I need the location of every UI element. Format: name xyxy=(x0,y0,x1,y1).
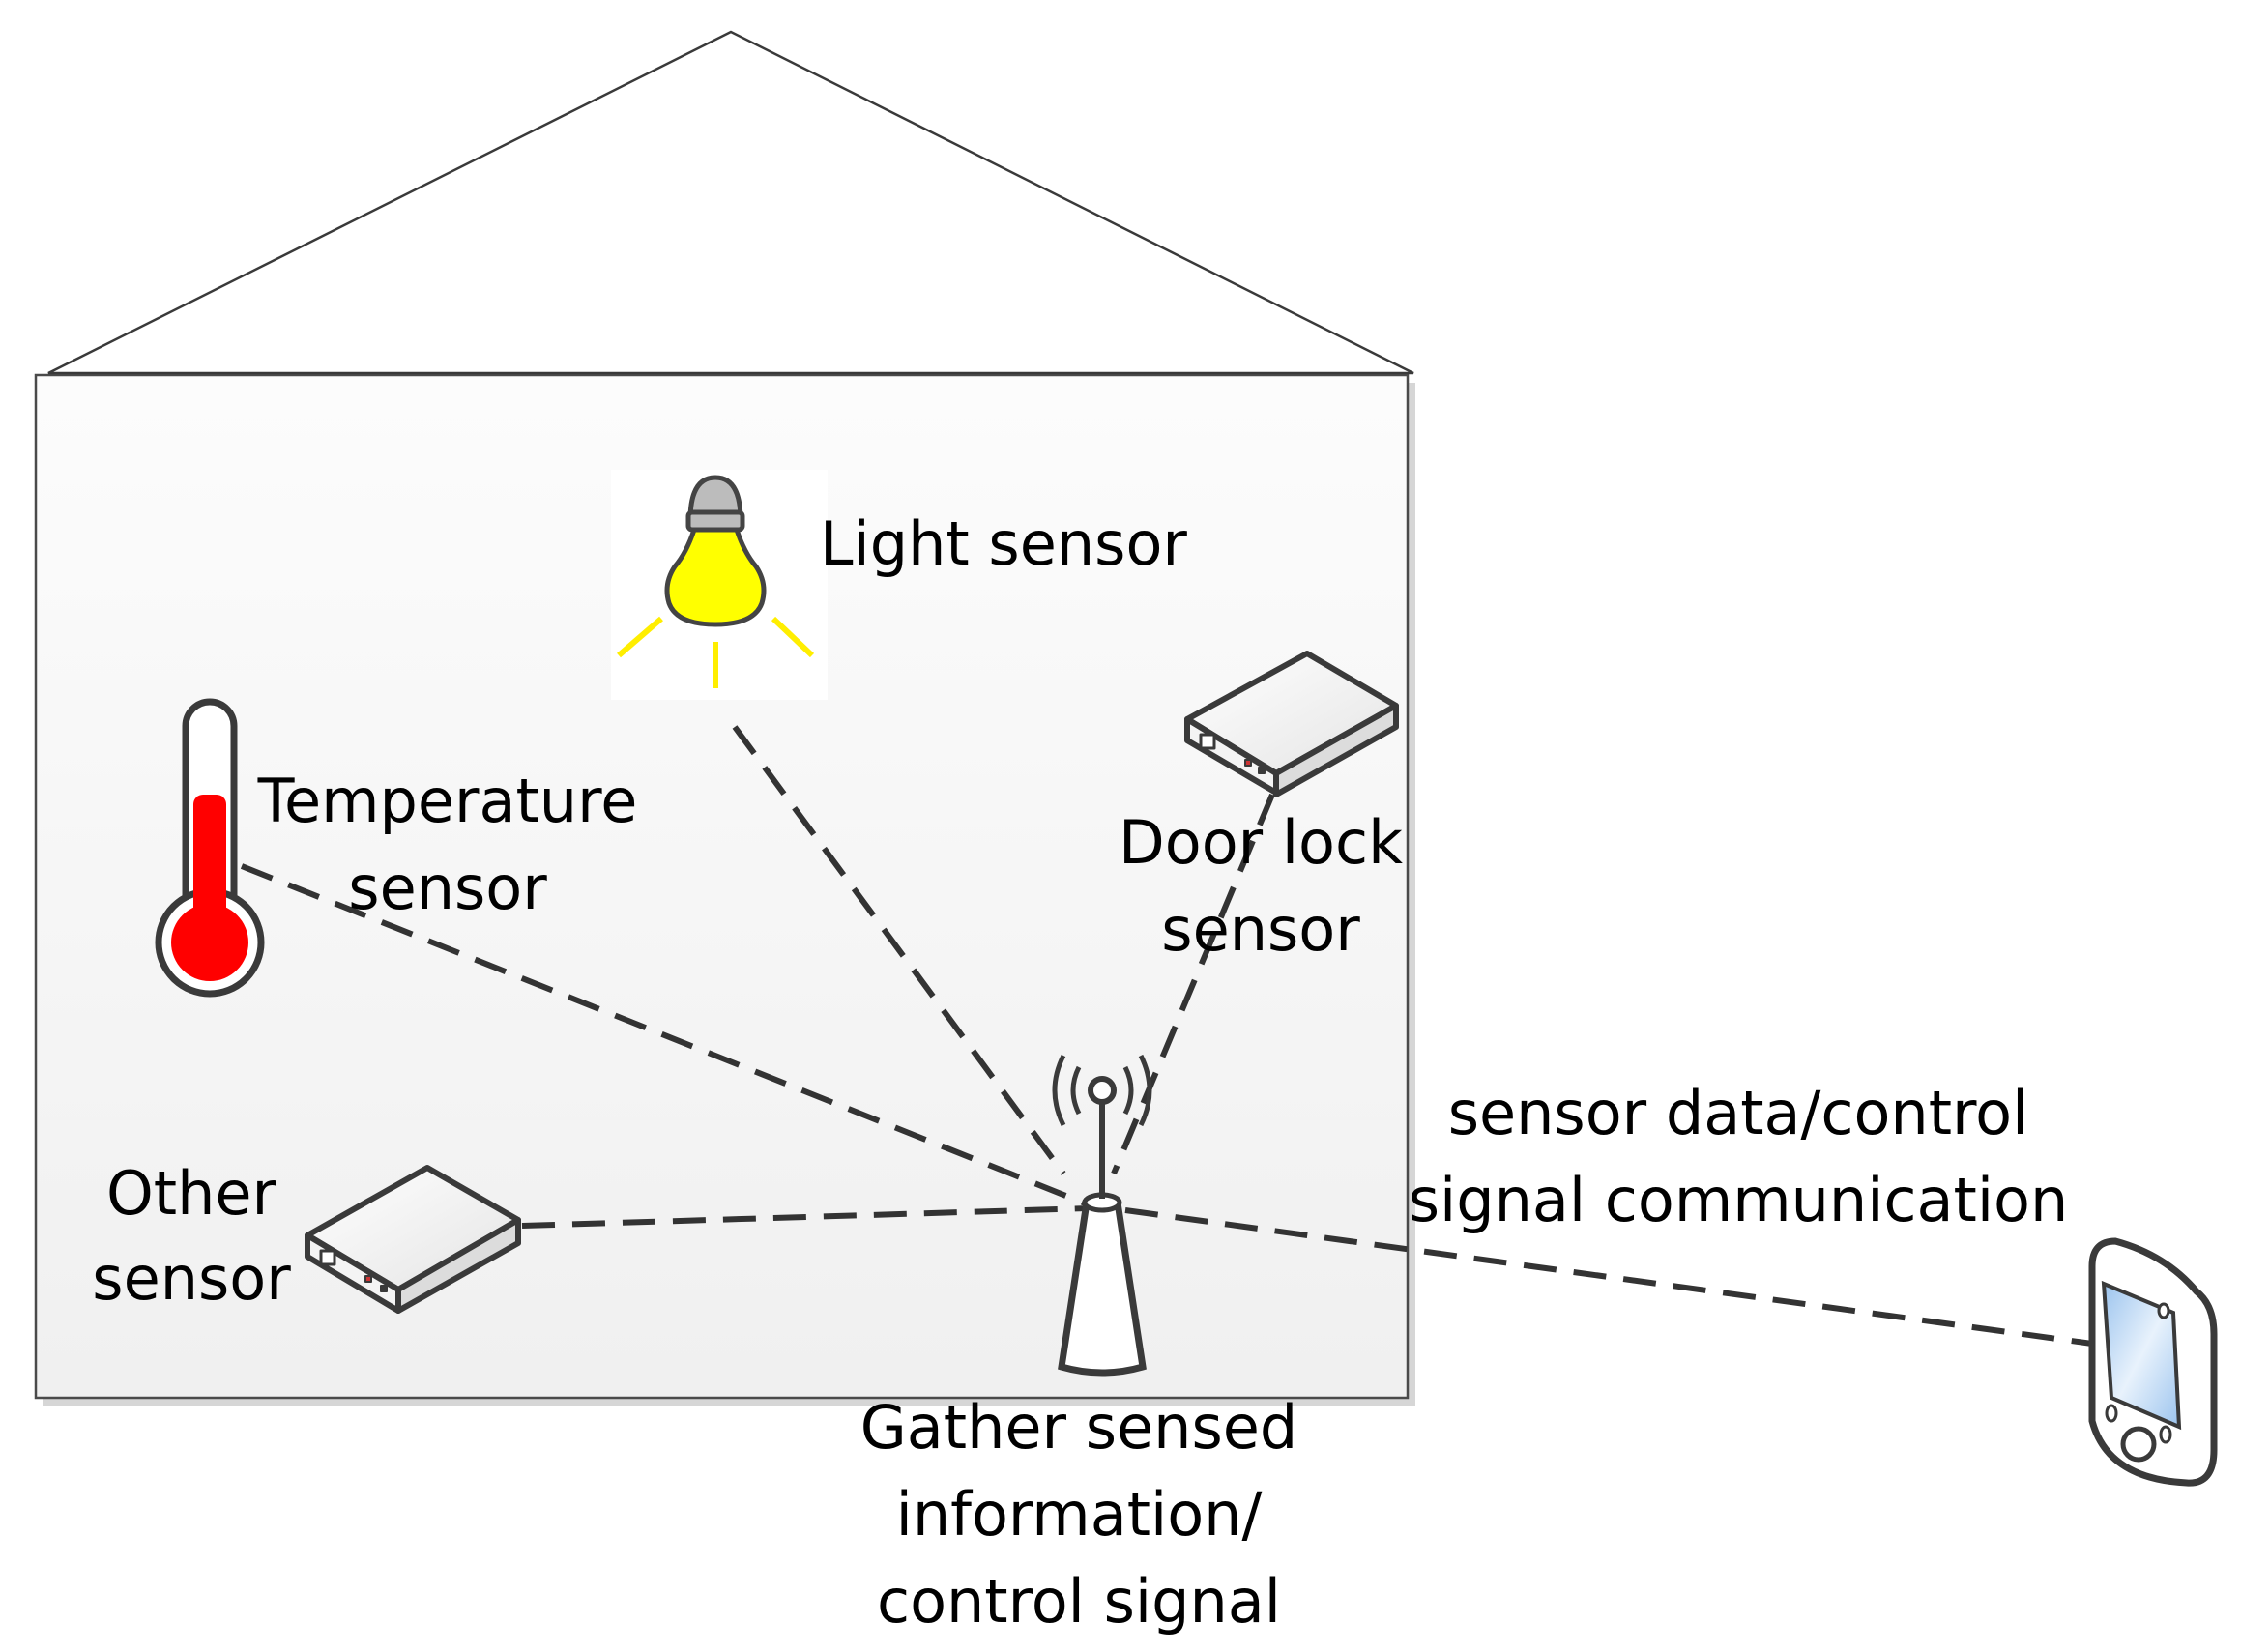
light-sensor-label: Light sensor xyxy=(820,508,1187,579)
svg-text:control signal: control signal xyxy=(877,1566,1281,1637)
sensor-box-icon xyxy=(1184,651,1399,797)
link-temperature xyxy=(240,863,1104,1213)
svg-text:sensor: sensor xyxy=(348,853,547,923)
gateway-label: Gather sensed information/ control signa… xyxy=(860,1392,1298,1637)
svg-text:signal communication: signal communication xyxy=(1409,1165,2069,1235)
other-sensor-label: Other sensor xyxy=(92,1158,291,1314)
wireless-router-icon xyxy=(1052,1054,1152,1377)
door-lock-sensor-label: Door lock sensor xyxy=(1119,807,1403,965)
link-other xyxy=(521,1205,1090,1229)
light-bulb-icon xyxy=(611,470,828,700)
smartphone-icon xyxy=(2088,1237,2218,1487)
svg-text:information/: information/ xyxy=(896,1479,1263,1550)
temperature-sensor-label: Temperature sensor xyxy=(257,766,638,923)
communication-label: sensor data/control signal communication xyxy=(1409,1078,2069,1235)
house-roof xyxy=(47,30,1414,375)
link-door-lock xyxy=(1111,793,1275,1175)
svg-text:Gather sensed: Gather sensed xyxy=(860,1392,1298,1463)
svg-text:sensor data/control: sensor data/control xyxy=(1448,1078,2029,1148)
thermometer-icon xyxy=(155,698,265,998)
svg-text:sensor: sensor xyxy=(1161,894,1360,965)
sensor-box-icon xyxy=(305,1165,521,1314)
link-light xyxy=(732,725,1066,1175)
svg-text:Temperature: Temperature xyxy=(257,766,638,836)
connection-lines xyxy=(240,725,2093,1347)
svg-text:sensor: sensor xyxy=(92,1243,291,1314)
svg-text:Door lock: Door lock xyxy=(1119,807,1403,878)
link-phone xyxy=(1124,1207,2093,1347)
svg-text:Other: Other xyxy=(106,1158,277,1229)
